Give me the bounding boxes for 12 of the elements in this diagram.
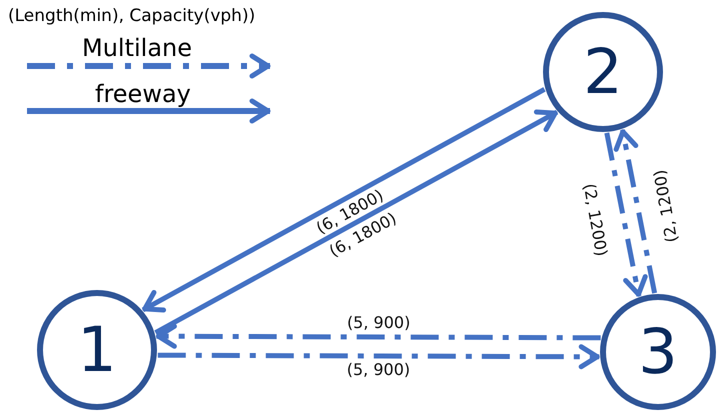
legend-label: freeway	[95, 80, 191, 108]
arrow	[604, 132, 648, 297]
arrow	[156, 324, 601, 349]
node-number: 3	[638, 321, 678, 383]
arrow	[142, 87, 546, 312]
arrow	[158, 344, 600, 370]
node-number: 1	[77, 319, 117, 381]
legend-label: Multilane	[82, 34, 192, 62]
arrow	[154, 110, 558, 335]
legend-heading: (Length(min), Capacity(vph))	[8, 6, 256, 26]
arrow	[614, 129, 658, 294]
node-number: 2	[583, 41, 623, 103]
